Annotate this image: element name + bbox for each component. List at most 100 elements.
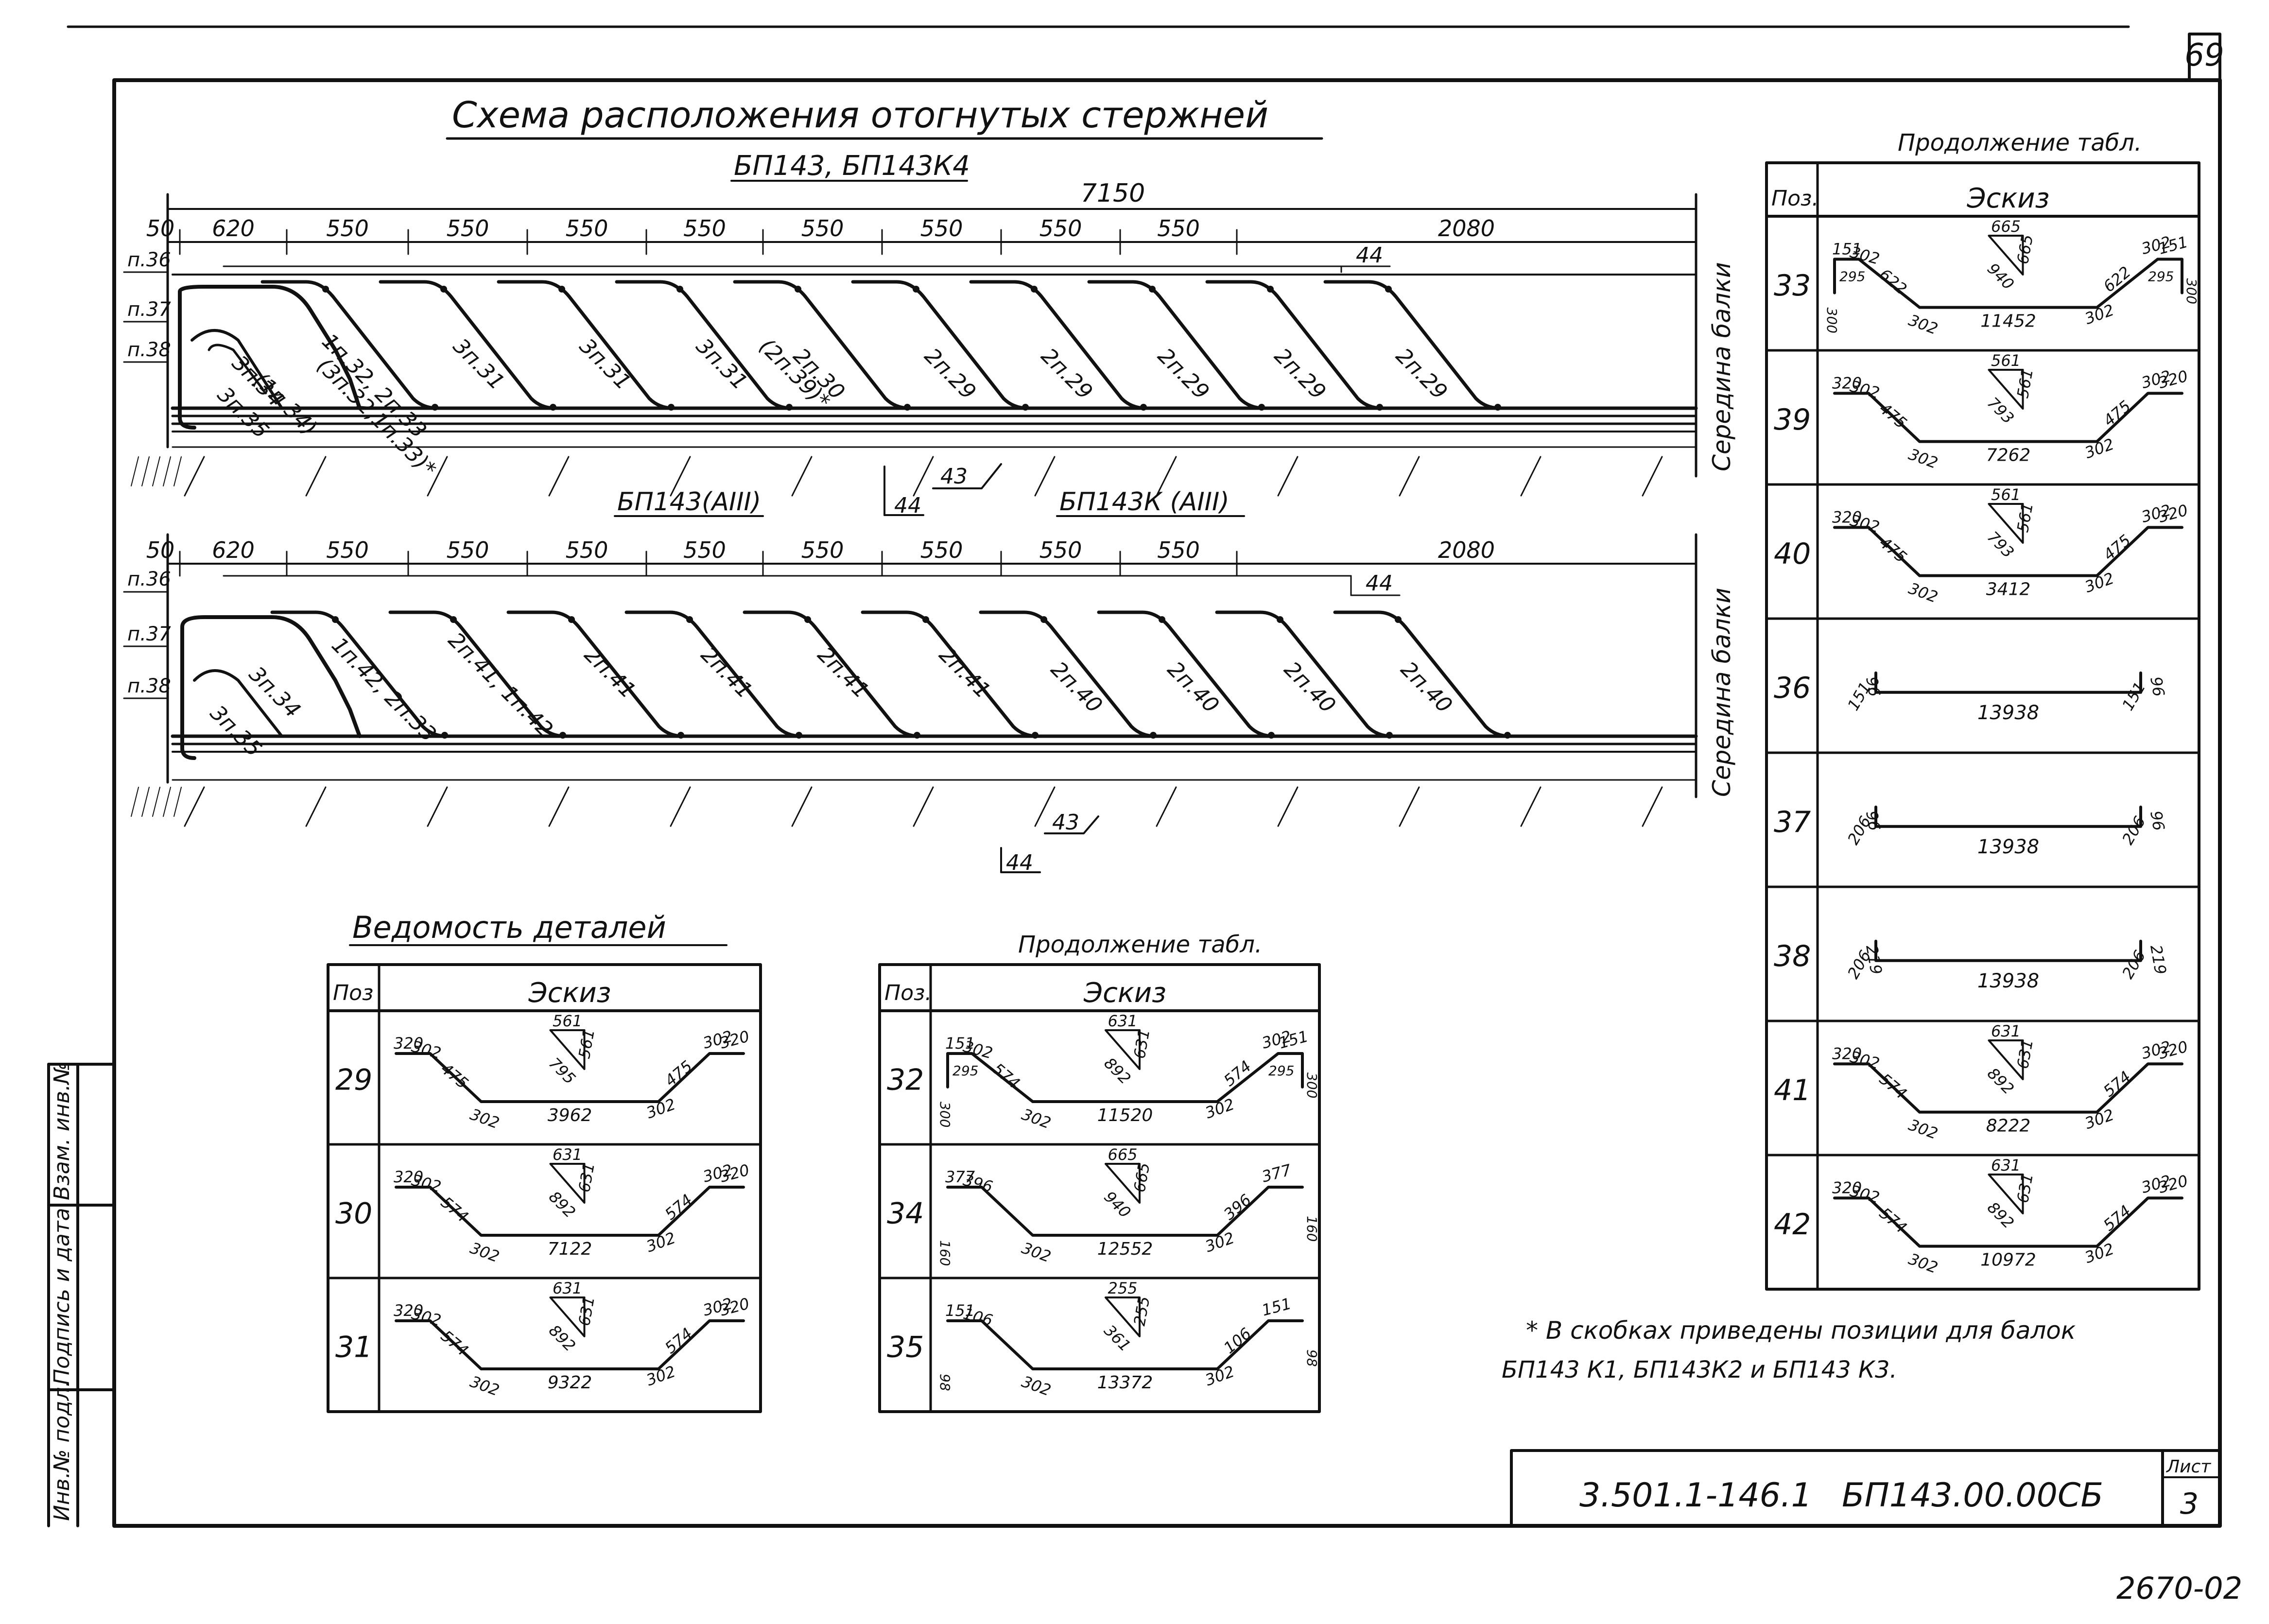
- diagram2-side-label: Середина балки: [1708, 587, 1736, 797]
- table2-title: Продолжение табл.: [1018, 931, 1262, 958]
- sketch-dim: 622: [2100, 262, 2134, 295]
- bar-node: [1386, 732, 1393, 739]
- sketch-length: 10972: [1980, 1250, 2036, 1270]
- sketch-dim: 320: [1832, 1178, 1862, 1197]
- bar-shape: [946, 1186, 1304, 1237]
- row-position: 30: [335, 1197, 372, 1231]
- bar-node: [1040, 616, 1047, 623]
- stamp-replace-label: Взам. инв.№: [50, 1062, 74, 1200]
- sketch-dim: 160: [1304, 1216, 1320, 1242]
- bar-node: [568, 616, 575, 623]
- sketch-dim: 574: [2100, 1201, 2134, 1234]
- sketch-dim: 106: [1220, 1324, 1255, 1357]
- sketch-dim: 396: [961, 1171, 995, 1196]
- hatch-line: [305, 456, 327, 497]
- triangle-dim: 255: [1130, 1295, 1153, 1328]
- sketch-length: 7262: [1986, 446, 2031, 466]
- hatch-line: [163, 787, 171, 817]
- triangle-dim: 631: [1991, 1156, 2021, 1175]
- dimension-value: 620: [212, 537, 255, 563]
- sketch-dim: 302: [410, 1304, 443, 1330]
- sketch-dim: 320: [394, 1301, 423, 1320]
- diagram1-mark-44b: 44: [894, 493, 921, 518]
- hatch-line: [1642, 786, 1663, 827]
- bar-label: 2п.41: [934, 642, 995, 704]
- sketch-dim: 302: [1203, 1362, 1237, 1390]
- dimension-value: 550: [1039, 537, 1082, 563]
- slope-triangle: [1105, 1163, 1141, 1204]
- hatch-line: [1034, 456, 1056, 497]
- sketch-dim: 302: [468, 1239, 502, 1266]
- bar-node: [1376, 404, 1383, 411]
- sketch-dim: 302: [1019, 1239, 1053, 1266]
- sketch-dim: 320: [394, 1168, 423, 1186]
- sketch-dim: 302: [1906, 311, 1940, 338]
- sketch-length: 3412: [1986, 580, 2031, 600]
- sketch-dim: 98: [937, 1374, 953, 1391]
- bar-node: [1277, 616, 1283, 623]
- triangle-dim: 561: [1991, 351, 2021, 370]
- sketch-dim: 295: [1268, 1063, 1294, 1079]
- sketch-length: 13938: [1977, 836, 2039, 858]
- sketch-dim: 302: [410, 1037, 443, 1063]
- sketch-dim: 302: [468, 1105, 502, 1133]
- bar-label: 2п.40: [1162, 657, 1224, 718]
- hatch-line: [1277, 456, 1299, 497]
- bar-shape: [946, 1052, 1304, 1103]
- bent-bar: [1087, 280, 1266, 410]
- diagram2-p37: п.37: [127, 623, 171, 645]
- hatch-line: [913, 786, 934, 827]
- slope-triangle: [549, 1296, 586, 1337]
- sketch-dim: 574: [661, 1191, 696, 1224]
- sketch-dim: 320: [1832, 508, 1862, 526]
- triangle-dim: 940: [1984, 259, 2018, 294]
- bent-bar: [1323, 280, 1502, 410]
- bar-node: [1149, 286, 1156, 293]
- sketch-dim: 320: [1832, 1044, 1862, 1063]
- diagram1-p36: п.36: [127, 249, 171, 271]
- sketch-dim: 396: [1220, 1191, 1255, 1224]
- stamp-inv-label: Инв.№ подл.: [50, 1380, 74, 1521]
- dimension-value: 550: [920, 537, 963, 563]
- diagram2-label-b: БП143К (АIII): [1059, 487, 1230, 517]
- bent-bar: [1215, 610, 1394, 738]
- triangle-dim: 665: [1108, 1145, 1137, 1164]
- bar-node: [1032, 732, 1039, 739]
- table-frame: [1765, 161, 2200, 1291]
- bent-bar: [379, 280, 557, 410]
- bar-label: 1п.42, 2п.33: [327, 633, 441, 747]
- sketch-length: 12552: [1097, 1239, 1153, 1259]
- drawing-title: Схема расположения отогнутых стержней: [452, 94, 1268, 136]
- sketch-end-dim: 96: [2147, 675, 2168, 698]
- bar-node: [796, 732, 802, 739]
- sketch-dim: 320: [1832, 374, 1862, 392]
- bent-bar: [506, 610, 685, 738]
- hatch-line: [791, 786, 813, 827]
- bar-node: [1395, 616, 1402, 623]
- row-position: 34: [887, 1197, 924, 1231]
- table-header-sketch: Эскиз: [528, 977, 611, 1009]
- sketch-dim: 302: [1203, 1228, 1237, 1256]
- bar-node: [1267, 286, 1274, 293]
- sketch-dim: 302: [1906, 579, 1940, 606]
- table-header-sketch: Эскиз: [1967, 183, 2050, 214]
- dimension-value: 550: [920, 215, 963, 242]
- bar-node: [332, 616, 339, 623]
- bar-node: [1150, 732, 1157, 739]
- sketch-dim: 302: [2082, 301, 2116, 328]
- diagram1-side-label: Середина балки: [1708, 262, 1736, 471]
- bar-node: [676, 286, 683, 293]
- sheet-frame: [112, 78, 2222, 1528]
- sketch-end-dim: 206: [2118, 947, 2149, 982]
- table-header-pos: Поз.: [1771, 186, 1819, 211]
- sketch-end-dim: 96: [2147, 810, 2168, 832]
- sketch-dim: 295: [953, 1063, 978, 1079]
- sketch-length: 9322: [548, 1373, 592, 1393]
